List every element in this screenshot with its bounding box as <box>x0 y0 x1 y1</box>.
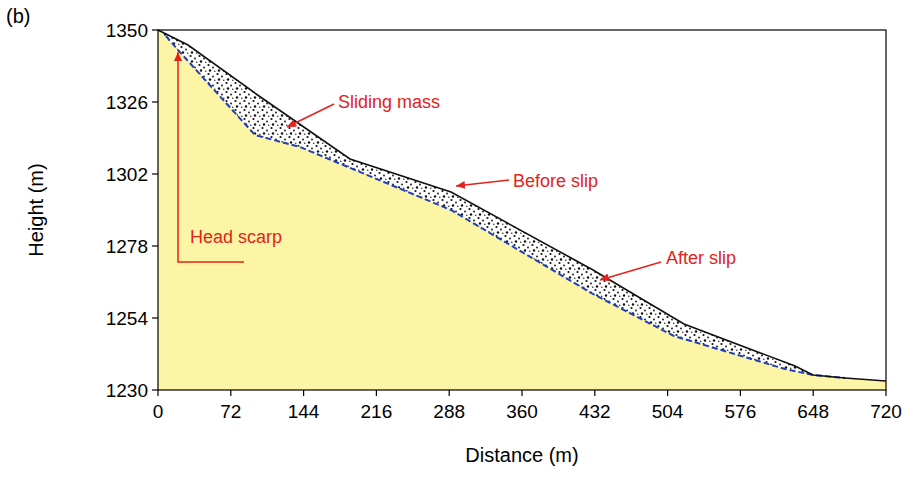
tick-label: 360 <box>506 402 538 421</box>
tick-label: 72 <box>220 402 241 421</box>
annotation-label: Head scarp <box>190 228 282 246</box>
tick-label: 648 <box>797 402 829 421</box>
sliding-mass <box>158 30 886 390</box>
tick-label: 1254 <box>106 309 148 328</box>
tick-mark <box>303 390 304 396</box>
tick-mark <box>376 390 377 396</box>
tick-mark <box>157 390 158 396</box>
annotation-label: Sliding mass <box>338 93 440 111</box>
tick-mark <box>152 29 158 30</box>
tick-label: 720 <box>870 402 902 421</box>
axis-title: Height (m) <box>26 163 46 256</box>
tick-label: 1302 <box>106 165 148 184</box>
leader-arrow <box>287 104 334 127</box>
tick-mark <box>667 390 668 396</box>
panel-letter: (b) <box>6 6 30 26</box>
tick-label: 504 <box>652 402 684 421</box>
tick-label: 0 <box>153 402 164 421</box>
tick-label: 1230 <box>106 381 148 400</box>
tick-mark <box>813 390 814 396</box>
stable-ground <box>158 30 886 390</box>
tick-label: 144 <box>288 402 320 421</box>
tick-mark <box>521 390 522 396</box>
tick-mark <box>152 173 158 174</box>
tick-label: 576 <box>725 402 757 421</box>
tick-label: 432 <box>579 402 611 421</box>
tick-mark <box>449 390 450 396</box>
before-slip-line <box>158 30 886 381</box>
after-slip-line <box>166 36 845 378</box>
axis-title: Distance (m) <box>465 445 578 465</box>
tick-label: 216 <box>361 402 393 421</box>
tick-mark <box>152 245 158 246</box>
tick-mark <box>152 317 158 318</box>
tick-mark <box>740 390 741 396</box>
annotation-label: After slip <box>666 249 736 267</box>
tick-label: 1278 <box>106 237 148 256</box>
tick-label: 288 <box>433 402 465 421</box>
tick-mark <box>230 390 231 396</box>
tick-label: 1326 <box>106 93 148 112</box>
leader-arrow <box>600 262 661 280</box>
axis-ticks <box>152 30 886 396</box>
tick-mark <box>152 101 158 102</box>
annotation-label: Before slip <box>513 172 598 190</box>
leader-arrow <box>456 180 509 186</box>
plot-frame <box>158 30 886 390</box>
tick-mark <box>152 389 158 390</box>
tick-mark <box>885 390 886 396</box>
tick-mark <box>594 390 595 396</box>
tick-label: 1350 <box>106 21 148 40</box>
